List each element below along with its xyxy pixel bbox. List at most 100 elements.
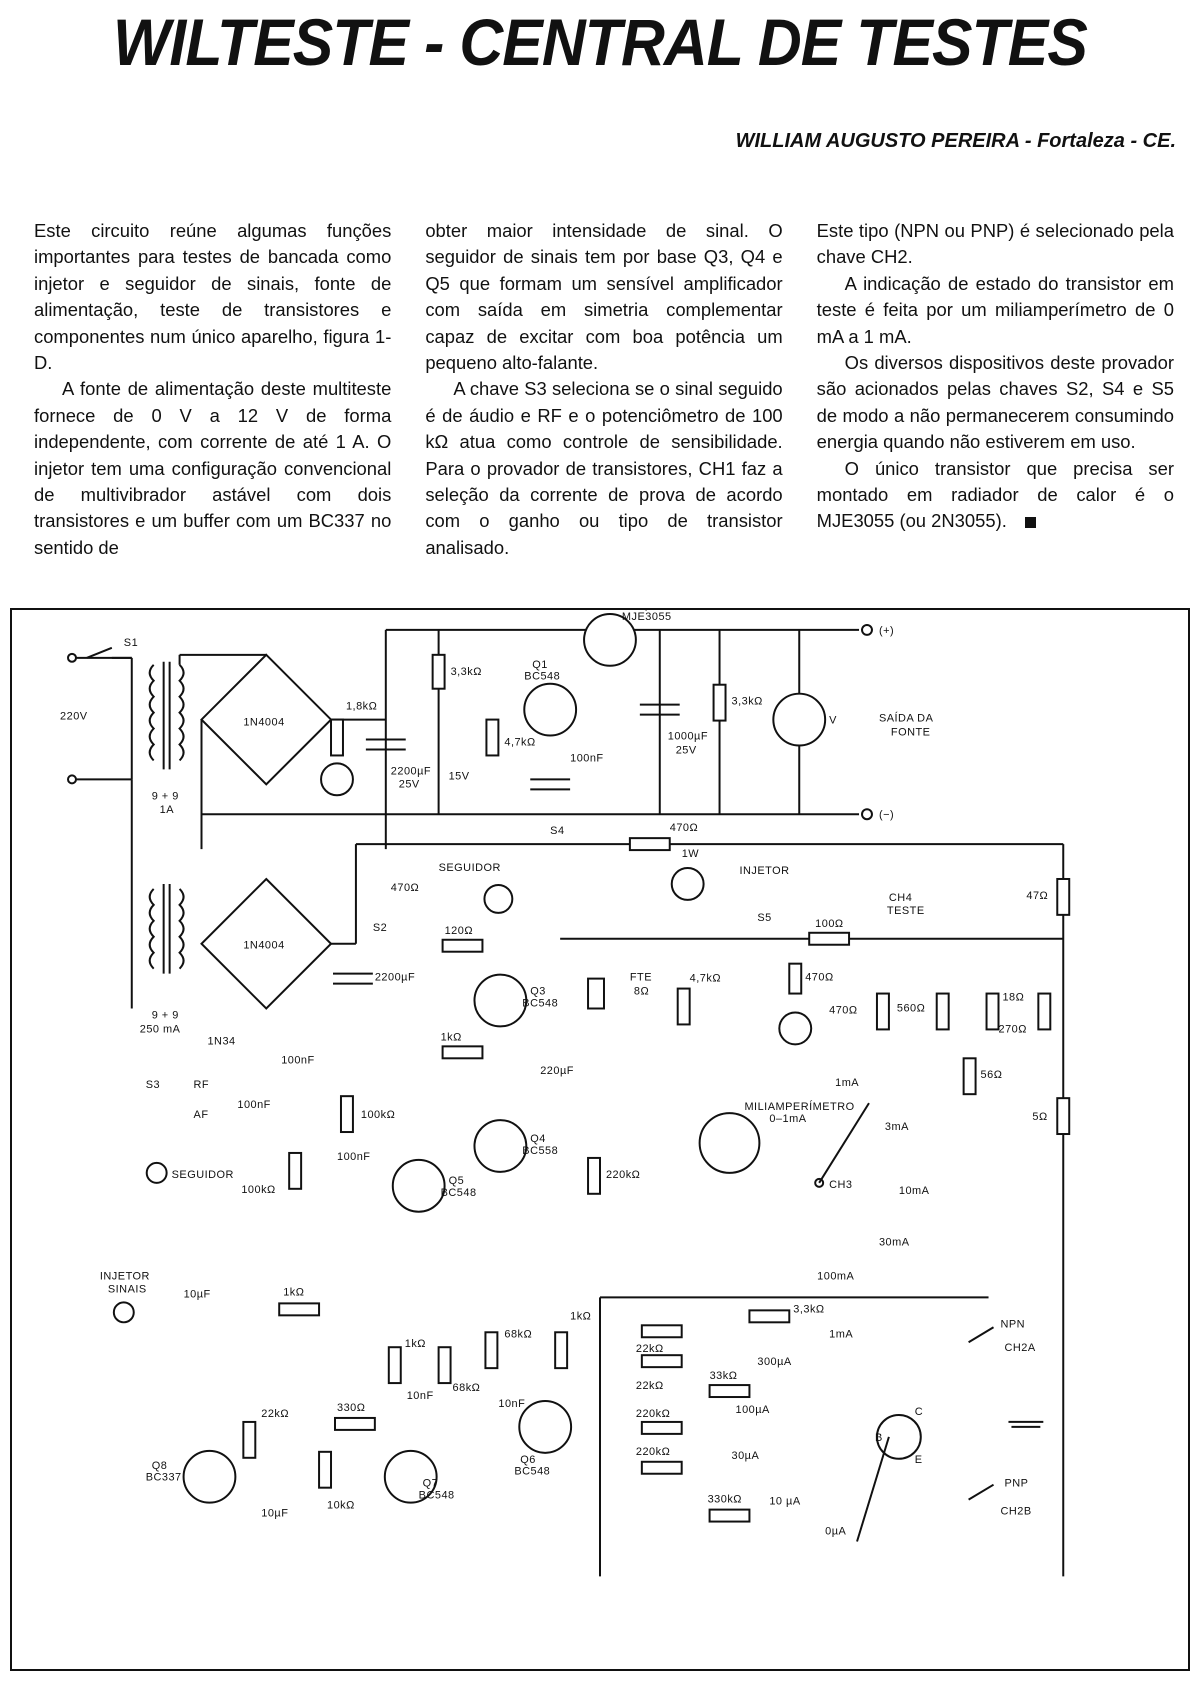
led-follower-icon bbox=[483, 883, 514, 914]
q4-type-label: BC558 bbox=[522, 1145, 558, 1157]
range-label: 30mA bbox=[879, 1237, 910, 1249]
pnp-label: PNP bbox=[1004, 1478, 1028, 1490]
resistor-label: 56Ω bbox=[981, 1069, 1003, 1081]
zener-label: 15V bbox=[449, 770, 470, 782]
plus-label: (+) bbox=[879, 625, 894, 637]
resistor-330k bbox=[708, 1508, 751, 1523]
resistor-560 bbox=[935, 992, 950, 1031]
cap-label: 1000µF bbox=[668, 731, 708, 743]
s2-label: S2 bbox=[373, 922, 387, 934]
ch4-label: CH4 bbox=[889, 892, 912, 904]
range-label: 1mA bbox=[835, 1077, 859, 1089]
output-minus-terminal[interactable] bbox=[861, 808, 873, 821]
ch2a-label: CH2A bbox=[1004, 1342, 1035, 1354]
q3-type-label: BC548 bbox=[522, 998, 558, 1010]
resistor-1k-c bbox=[554, 1331, 569, 1370]
potentiometer-4k7[interactable] bbox=[485, 718, 500, 757]
resistor-label: 330kΩ bbox=[708, 1494, 742, 1506]
s4-label: S4 bbox=[550, 825, 564, 837]
cap-label: 2200µF bbox=[391, 765, 431, 777]
resistor-label: 330Ω bbox=[337, 1402, 365, 1414]
range-label: 10 µA bbox=[769, 1496, 800, 1508]
injector-section: INJETOR SINAIS 10µF 1kΩ 1kΩ 68kΩ 68kΩ 1k… bbox=[100, 1270, 591, 1519]
voltmeter-label: V bbox=[829, 715, 837, 727]
column-2: obter maior intensidade de sinal. O segu… bbox=[425, 218, 782, 561]
resistor-220k-a bbox=[640, 1420, 683, 1435]
transistor-socket-icon[interactable] bbox=[875, 1413, 922, 1460]
injector-output-jack[interactable] bbox=[112, 1301, 135, 1324]
range-label: 300µA bbox=[757, 1356, 792, 1368]
cap-label: 10nF bbox=[407, 1390, 434, 1402]
paragraph: O único transistor que precisa ser monta… bbox=[817, 456, 1174, 535]
resistor-3k3-test bbox=[748, 1309, 791, 1324]
transistor-q1 bbox=[523, 682, 578, 737]
terminal-icon bbox=[67, 652, 77, 663]
output-label: SAÍDA DA bbox=[879, 712, 934, 725]
npn-label: NPN bbox=[1000, 1318, 1025, 1330]
pot-label: 10kΩ bbox=[327, 1500, 355, 1512]
column-1: Este circuito reúne algumas funções impo… bbox=[34, 218, 391, 561]
diode-label: 1N4004 bbox=[243, 717, 284, 729]
resistor-47 bbox=[1056, 877, 1071, 916]
cap-label: 100nF bbox=[237, 1099, 271, 1111]
minus-label: (−) bbox=[879, 809, 894, 821]
led-test-icon bbox=[778, 1011, 813, 1046]
cap-label: 100nF bbox=[281, 1054, 315, 1066]
pot-label: 4,7kΩ bbox=[504, 736, 535, 748]
potentiometer-10k[interactable] bbox=[318, 1450, 333, 1489]
terminal-icon bbox=[67, 774, 77, 785]
injector-label: INJETOR bbox=[739, 865, 789, 877]
resistor-470-1w bbox=[628, 837, 671, 852]
resistor-3k3 bbox=[431, 653, 446, 690]
cap-label: 10µF bbox=[184, 1288, 211, 1300]
transistor-tester-section: 3,3kΩ 1mA 22kΩ 22kΩ 300µA 33kΩ 100µA 220… bbox=[599, 1296, 1044, 1577]
paragraph: A chave S3 seleciona se o sinal seguido … bbox=[425, 378, 783, 558]
potentiometer-100k[interactable] bbox=[288, 1151, 303, 1190]
cap-volt-label: 25V bbox=[676, 744, 697, 756]
resistor-68k bbox=[437, 1346, 452, 1385]
q6-type-label: BC548 bbox=[514, 1466, 550, 1478]
paragraph-text: O único transistor que precisa ser monta… bbox=[816, 457, 1174, 532]
resistor-label: 470Ω bbox=[829, 1004, 857, 1016]
resistor-1k-inj bbox=[278, 1302, 321, 1317]
q7-label: Q7 bbox=[423, 1478, 439, 1490]
resistor-label: 3,3kΩ bbox=[451, 666, 482, 678]
transformer-secondary bbox=[178, 664, 185, 762]
resistor-label: 3,3kΩ bbox=[732, 696, 763, 708]
speaker-ohm-label: 8Ω bbox=[634, 986, 649, 998]
follower-input-jack[interactable] bbox=[145, 1161, 168, 1184]
resistor-1k-b bbox=[387, 1346, 402, 1385]
schematic-diagram: S1 220V 9 + 9 1A 1N4004 1,8kΩ 2200µF 25V… bbox=[60, 610, 1071, 1577]
q8-label: Q8 bbox=[152, 1460, 168, 1472]
resistor-470-b bbox=[875, 992, 890, 1031]
injector-input-label: INJETOR bbox=[100, 1270, 150, 1282]
resistor-label: 33kΩ bbox=[710, 1370, 738, 1382]
transformer-2-secondary bbox=[178, 888, 185, 970]
q1-type-label: BC548 bbox=[524, 671, 560, 683]
transistor-q4 bbox=[473, 1119, 528, 1173]
rf-label: RF bbox=[194, 1079, 210, 1091]
q7-type-label: BC548 bbox=[419, 1490, 455, 1502]
resistor-220k-b bbox=[640, 1460, 683, 1475]
output-plus-terminal[interactable] bbox=[861, 623, 873, 636]
column-3: Este tipo (NPN ou PNP) é selecionado pel… bbox=[817, 218, 1174, 561]
resistor-label: 470Ω bbox=[391, 882, 419, 894]
resistor-33k bbox=[708, 1384, 751, 1399]
follower-amplifier-section: Q3 BC548 FTE 8Ω 4,7kΩ 1N34 100nF S3 RF A… bbox=[145, 972, 721, 1213]
resistor-label: 22kΩ bbox=[636, 1380, 664, 1392]
resistor-watt-label: 1W bbox=[682, 848, 700, 860]
resistor-label: 1kΩ bbox=[283, 1286, 304, 1298]
schematic-figure: S1 220V 9 + 9 1A 1N4004 1,8kΩ 2200µF 25V… bbox=[10, 608, 1190, 1671]
ch3-label: CH3 bbox=[829, 1179, 852, 1191]
voltage-label: 220V bbox=[60, 711, 88, 723]
resistor-3k3-out bbox=[712, 683, 727, 722]
af-label: AF bbox=[194, 1109, 209, 1121]
resistor-label: 3,3kΩ bbox=[793, 1303, 824, 1315]
injector-input-label-2: SINAIS bbox=[108, 1283, 147, 1295]
resistor-470-test bbox=[788, 962, 803, 995]
q1-label: Q1 bbox=[532, 659, 548, 671]
resistor-22k-a bbox=[640, 1324, 683, 1339]
article-title: WILTESTE - CENTRAL DE TESTES bbox=[113, 5, 1088, 79]
speaker-icon bbox=[587, 977, 605, 1010]
meter-label: MILIAMPERÍMETRO bbox=[744, 1100, 854, 1113]
